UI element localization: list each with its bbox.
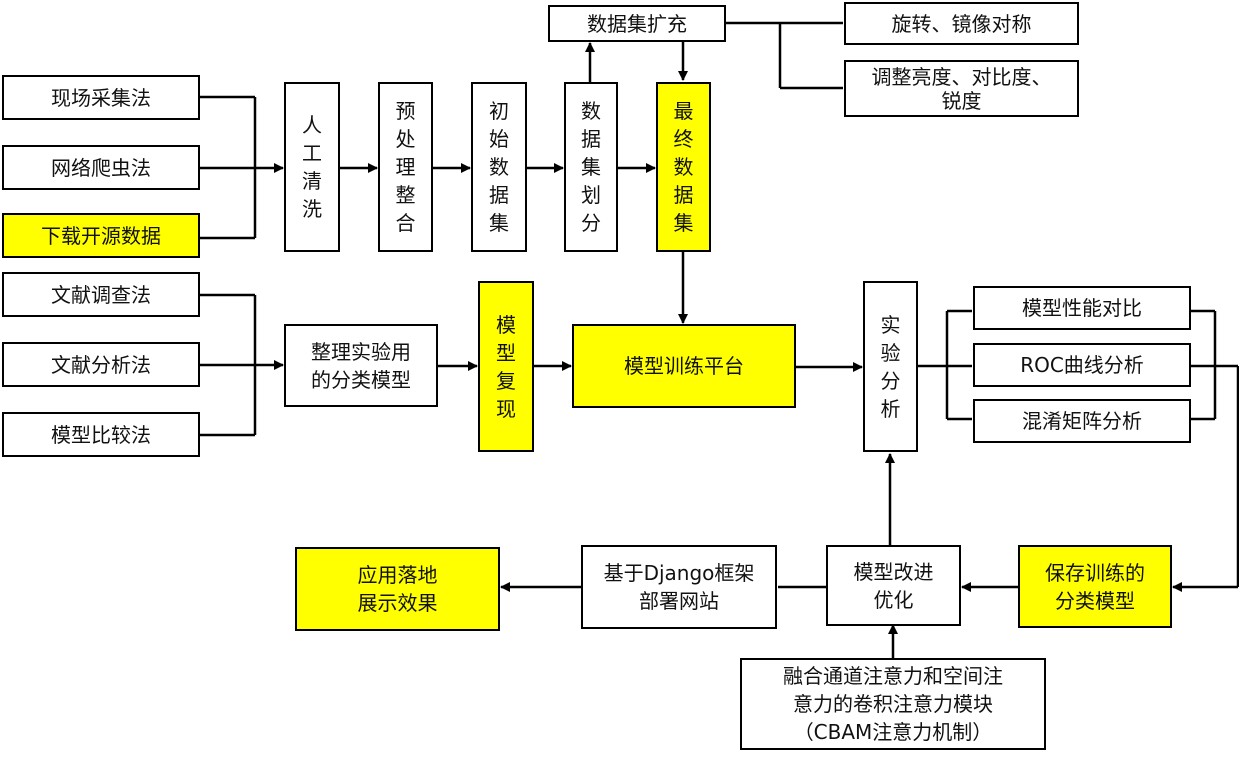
vertical-char: 数 [581, 99, 601, 123]
augment-brightness-contrast: 调整亮度、对比度、 锐度 [844, 60, 1079, 117]
model-reproduce: 模型复现 [478, 281, 534, 452]
vertical-char: 初 [489, 99, 509, 123]
vertical-char: 据 [581, 127, 601, 151]
source-web-crawler: 网络爬虫法 [2, 145, 200, 190]
vertical-char: 清 [302, 169, 322, 193]
organize-models: 整理实验用 的分类模型 [284, 324, 438, 407]
vertical-char: 验 [880, 340, 901, 365]
model-training-platform: 模型训练平台 [572, 324, 796, 408]
experiment-analysis: 实验分析 [863, 281, 918, 452]
vertical-char: 预 [395, 99, 416, 123]
vertical-char: 型 [496, 340, 516, 365]
vertical-char: 工 [302, 141, 322, 165]
analysis-performance-compare: 模型性能对比 [973, 286, 1191, 330]
source-literature-analysis: 文献分析法 [2, 342, 200, 387]
vertical-char: 整 [395, 183, 416, 207]
vertical-char: 数 [489, 155, 509, 179]
vertical-char: 合 [395, 211, 416, 235]
vertical-char: 人 [302, 113, 322, 137]
vertical-char: 据 [489, 183, 509, 207]
vertical-char: 集 [673, 211, 694, 235]
source-literature-survey: 文献调查法 [2, 272, 200, 317]
vertical-char: 理 [395, 155, 416, 179]
vertical-char: 集 [581, 155, 601, 179]
vertical-char: 分 [581, 211, 601, 235]
analysis-roc-curve: ROC曲线分析 [973, 343, 1191, 387]
django-deploy: 基于Django框架 部署网站 [581, 545, 777, 629]
vertical-char: 处 [395, 127, 416, 151]
application-result: 应用落地 展示效果 [295, 547, 500, 631]
analysis-confusion-matrix: 混淆矩阵分析 [973, 399, 1191, 443]
vertical-char: 始 [489, 127, 509, 151]
step-preprocess: 预处理整合 [378, 82, 433, 252]
vertical-char: 终 [673, 127, 694, 151]
cbam-module: 融合通道注意力和空间注 意力的卷积注意力模块 （CBAM注意力机制） [740, 658, 1046, 750]
augment-title: 数据集扩充 [548, 5, 726, 42]
vertical-char: 分 [880, 368, 901, 393]
model-improve: 模型改进 优化 [826, 545, 961, 626]
vertical-char: 洗 [302, 197, 322, 221]
source-model-comparison: 模型比较法 [2, 412, 200, 457]
vertical-char: 数 [673, 155, 694, 179]
vertical-char: 集 [489, 211, 509, 235]
save-trained-model: 保存训练的 分类模型 [1018, 545, 1172, 628]
step-manual-clean: 人工清洗 [284, 82, 340, 252]
augment-rotate-mirror: 旋转、镜像对称 [844, 2, 1079, 45]
step-final-dataset: 最终数据集 [656, 82, 711, 252]
vertical-char: 模 [496, 312, 516, 337]
step-initial-dataset: 初始数据集 [471, 82, 527, 252]
source-open-data: 下载开源数据 [2, 213, 200, 258]
vertical-char: 析 [880, 396, 901, 421]
vertical-char: 划 [581, 183, 601, 207]
step-dataset-split: 数据集划分 [564, 82, 618, 252]
vertical-char: 据 [673, 183, 694, 207]
vertical-char: 复 [496, 368, 516, 393]
vertical-char: 现 [496, 396, 516, 421]
vertical-char: 实 [880, 312, 901, 337]
source-field-collection: 现场采集法 [2, 75, 200, 120]
vertical-char: 最 [673, 99, 694, 123]
